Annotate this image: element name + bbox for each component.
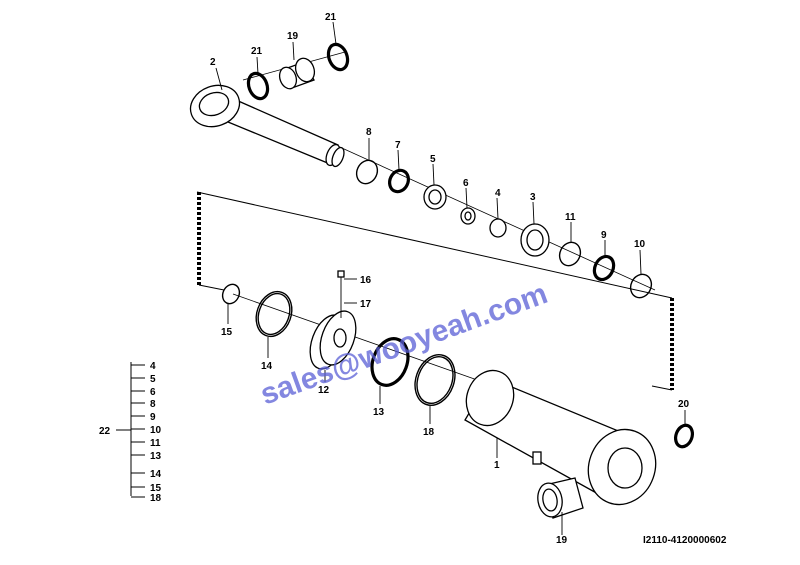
callout-4: 4 bbox=[495, 188, 501, 199]
callout-19: 19 bbox=[556, 535, 568, 546]
callout-2: 2 bbox=[210, 57, 216, 68]
callout-17: 17 bbox=[360, 299, 372, 310]
callout-5: 5 bbox=[430, 154, 436, 165]
callout-9: 9 bbox=[601, 230, 607, 241]
callout-21: 21 bbox=[325, 12, 337, 23]
cylinder-barrel bbox=[464, 369, 695, 535]
callout-14: 14 bbox=[261, 361, 273, 372]
callout-15: 15 bbox=[221, 327, 233, 338]
callout-6: 6 bbox=[463, 178, 469, 189]
drawing-reference-code: I2110-4120000602 bbox=[643, 535, 727, 546]
callout-21: 21 bbox=[251, 46, 263, 57]
group-item-13: 13 bbox=[150, 451, 162, 462]
callout-16: 16 bbox=[360, 275, 372, 286]
callout-8: 8 bbox=[366, 127, 372, 138]
callout-18: 18 bbox=[423, 427, 435, 438]
dashed-assembly-frame bbox=[196, 191, 674, 391]
rod-seal-kit-upper bbox=[355, 159, 653, 299]
callout-leaders bbox=[215, 21, 686, 458]
group-item-8: 8 bbox=[150, 399, 156, 410]
group-item-4: 4 bbox=[150, 361, 156, 372]
callout-1: 1 bbox=[494, 460, 500, 471]
callout-12: 12 bbox=[318, 385, 330, 396]
group-label-22: 22 bbox=[99, 426, 111, 437]
callout-11: 11 bbox=[565, 212, 576, 223]
callout-20: 20 bbox=[678, 399, 690, 410]
callout-13: 13 bbox=[373, 407, 385, 418]
group-item-6: 6 bbox=[150, 387, 156, 398]
group-item-5: 5 bbox=[150, 374, 156, 385]
callout-3: 3 bbox=[530, 192, 536, 203]
piston-rod bbox=[189, 84, 345, 168]
group-item-15: 15 bbox=[150, 483, 162, 494]
group-item-18: 18 bbox=[150, 493, 162, 504]
callout-7: 7 bbox=[395, 140, 401, 151]
group-item-9: 9 bbox=[150, 412, 156, 423]
rod-eye-bearing bbox=[246, 42, 350, 101]
group-item-11: 11 bbox=[150, 438, 161, 449]
piston-seal-kit bbox=[221, 270, 456, 406]
group-item-10: 10 bbox=[150, 425, 162, 436]
kit-group-bracket bbox=[116, 362, 145, 498]
callout-19: 19 bbox=[287, 31, 299, 42]
group-item-14: 14 bbox=[150, 469, 162, 480]
callout-10: 10 bbox=[634, 239, 646, 250]
